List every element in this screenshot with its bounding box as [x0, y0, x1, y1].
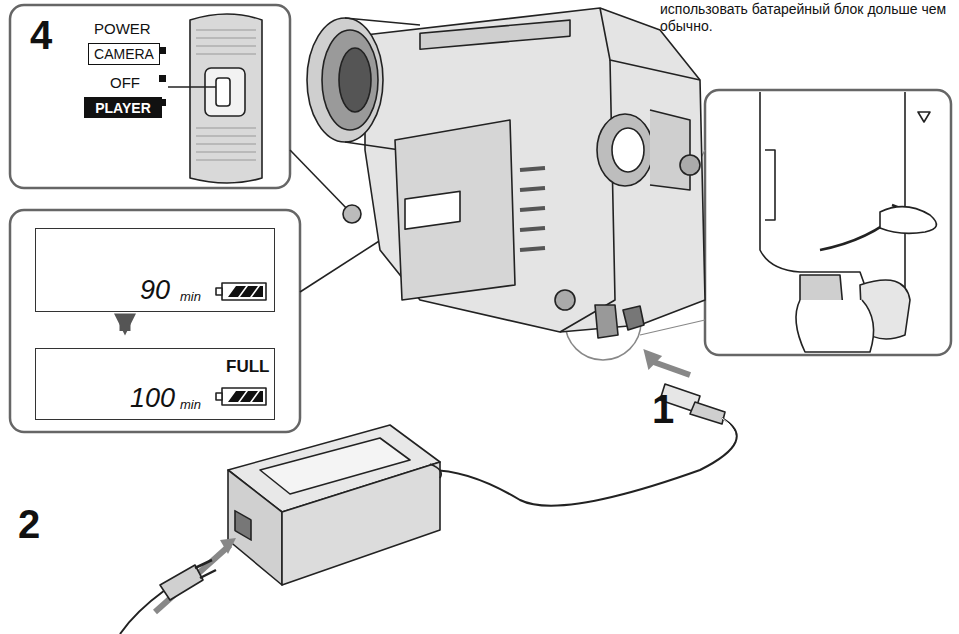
ac-plug [160, 565, 203, 600]
lcd-display: 90 min [35, 228, 275, 312]
jack-cover-detail [760, 92, 936, 352]
battery-icon [216, 283, 266, 300]
switch-knob [216, 78, 230, 106]
camcorder [307, 8, 705, 338]
switch-pointer [168, 86, 216, 87]
position-mark [159, 47, 166, 54]
progress-arrow [120, 317, 131, 331]
leader-line [290, 150, 352, 214]
callout-panel [705, 90, 951, 355]
callout-number: 2 [18, 500, 40, 548]
switch-callout: 4 POWER OFF CAMERA PLAYER [10, 5, 290, 188]
switch-label: CAMERA [89, 47, 159, 61]
charge-status: FULL [226, 358, 269, 375]
callout-panel [10, 5, 290, 188]
switch-label: OFF [110, 75, 140, 90]
callout-number: 1 [652, 385, 674, 433]
dc-cable [430, 418, 737, 506]
mode-label-box: CAMERA [88, 43, 160, 65]
switch-label: POWER [94, 21, 151, 36]
switch-slider [205, 68, 245, 116]
callout-number: 4 [30, 15, 52, 55]
callout-panel [10, 210, 300, 432]
note-text: использовать батарейный блок дольше чем … [660, 1, 955, 35]
switch-body [190, 14, 262, 183]
ac-adapter [228, 425, 441, 585]
mode-label-box: PLAYER [84, 97, 162, 118]
time-unit: min [180, 290, 201, 303]
time-value: 90 [140, 277, 170, 304]
time-unit: min [180, 398, 201, 411]
switch-ridges [196, 30, 256, 160]
switch-label: PLAYER [84, 101, 162, 115]
ac-cord [120, 590, 165, 634]
position-mark [159, 75, 166, 82]
battery-icon [216, 388, 266, 405]
insert-arrow [155, 545, 230, 612]
time-value: 100 [130, 385, 175, 412]
lcd-display: 100 min FULL [35, 348, 275, 420]
